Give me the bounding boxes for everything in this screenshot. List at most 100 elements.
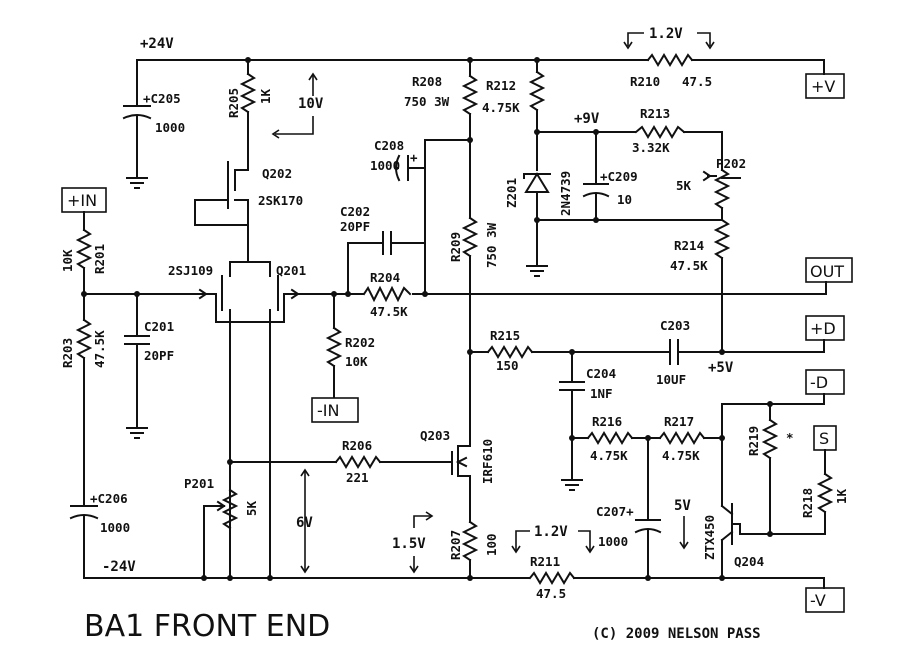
svg-text:R212: R212 xyxy=(486,78,516,93)
svg-text:750 3W: 750 3W xyxy=(404,94,450,109)
svg-text:1NF: 1NF xyxy=(590,386,613,401)
svg-text:R216: R216 xyxy=(592,414,622,429)
potentiometer-p202 xyxy=(702,168,731,221)
svg-text:R208: R208 xyxy=(412,74,442,89)
svg-text:R202: R202 xyxy=(345,335,375,350)
svg-text:R218: R218 xyxy=(800,488,815,518)
resistor-r217 xyxy=(658,431,723,445)
svg-text:*: * xyxy=(786,430,794,445)
jfet-q201-pair xyxy=(215,261,285,579)
svg-text:C208: C208 xyxy=(374,138,404,153)
svg-text:OUT: OUT xyxy=(810,262,844,281)
svg-text:+9V: +9V xyxy=(574,111,600,127)
svg-text:-IN: -IN xyxy=(317,401,339,420)
svg-text:Q202: Q202 xyxy=(262,166,292,181)
svg-text:+: + xyxy=(410,150,418,165)
svg-text:R209: R209 xyxy=(448,232,463,262)
svg-text:10UF: 10UF xyxy=(656,372,686,387)
resistor-r211 xyxy=(528,569,591,587)
svg-text:20PF: 20PF xyxy=(144,348,174,363)
svg-text:100: 100 xyxy=(484,533,499,556)
junction-dots xyxy=(81,57,773,581)
svg-text:4.75K: 4.75K xyxy=(662,448,700,463)
svg-text:R214: R214 xyxy=(674,238,704,253)
jfet-q202 xyxy=(194,161,249,263)
svg-text:C204: C204 xyxy=(586,366,616,381)
svg-text:R207: R207 xyxy=(448,530,463,560)
svg-text:47.5K: 47.5K xyxy=(370,304,408,319)
terminal-minus-in[interactable] xyxy=(311,397,359,423)
resistor-r202 xyxy=(325,293,343,399)
copyright: (C) 2009 NELSON PASS xyxy=(592,626,761,642)
svg-text:Q201: Q201 xyxy=(276,263,306,278)
svg-text:+D: +D xyxy=(810,319,836,338)
svg-text:1.5V: 1.5V xyxy=(392,536,426,552)
resistor-r209 xyxy=(461,216,479,447)
svg-text:1K: 1K xyxy=(834,488,849,504)
svg-text:R215: R215 xyxy=(490,328,520,343)
svg-text:R204: R204 xyxy=(370,270,400,285)
svg-text:5K: 5K xyxy=(676,178,692,193)
capacitor-c209 xyxy=(536,131,723,221)
svg-text:47.5: 47.5 xyxy=(536,586,566,601)
terminal-minus-d[interactable] xyxy=(805,369,845,395)
svg-text:C207+: C207+ xyxy=(596,504,634,519)
svg-text:C202: C202 xyxy=(340,204,370,219)
svg-text:+IN: +IN xyxy=(67,191,97,210)
svg-text:1000: 1000 xyxy=(370,158,400,173)
svg-text:47.5K: 47.5K xyxy=(92,330,107,368)
svg-text:R219: R219 xyxy=(746,426,761,456)
svg-text:2SK170: 2SK170 xyxy=(258,193,303,208)
svg-text:-D: -D xyxy=(810,373,828,392)
svg-text:+C205: +C205 xyxy=(143,91,181,106)
capacitor-c206 xyxy=(69,505,99,579)
terminal-minus-v[interactable] xyxy=(805,587,845,613)
svg-text:10K: 10K xyxy=(60,249,75,272)
capacitor-c204 xyxy=(559,351,585,491)
capacitor-c203 xyxy=(669,339,807,365)
resistor-r206 xyxy=(334,455,453,469)
svg-text:1.2V: 1.2V xyxy=(534,524,568,540)
resistor-r212 xyxy=(528,59,546,171)
resistor-r210 xyxy=(631,51,711,69)
svg-text:+5V: +5V xyxy=(708,360,734,376)
resistor-r203 xyxy=(75,293,93,507)
capacitor-c207 xyxy=(634,437,662,579)
svg-text:P201: P201 xyxy=(184,476,214,491)
svg-text:47.5K: 47.5K xyxy=(670,258,708,273)
svg-text:1K: 1K xyxy=(258,88,273,104)
svg-text:5V: 5V xyxy=(674,498,691,514)
mosfet-q203 xyxy=(451,445,471,523)
resistor-r207 xyxy=(461,520,479,579)
svg-text:2SJ109: 2SJ109 xyxy=(168,263,213,278)
svg-text:R201: R201 xyxy=(92,244,107,274)
svg-text:Z201: Z201 xyxy=(504,178,519,208)
svg-text:S: S xyxy=(819,429,829,448)
svg-text:150: 150 xyxy=(496,358,519,373)
svg-text:4.75K: 4.75K xyxy=(590,448,628,463)
svg-text:2N4739: 2N4739 xyxy=(558,171,573,216)
svg-text:R213: R213 xyxy=(640,106,670,121)
svg-text:Q203: Q203 xyxy=(420,428,450,443)
svg-text:Q204: Q204 xyxy=(734,554,764,569)
svg-text:+V: +V xyxy=(811,77,835,96)
svg-text:-24V: -24V xyxy=(102,559,136,575)
resistor-r204 xyxy=(362,285,412,303)
svg-text:R205: R205 xyxy=(226,88,241,118)
rail-plus24-label: +24V xyxy=(140,36,174,52)
terminal-out[interactable] xyxy=(805,257,853,283)
capacitor-c208 xyxy=(395,139,471,295)
svg-text:C201: C201 xyxy=(144,319,174,334)
svg-text:10V: 10V xyxy=(298,96,324,112)
svg-text:+C209: +C209 xyxy=(600,169,638,184)
terminal-plus-in[interactable] xyxy=(61,187,107,213)
resistor-r205 xyxy=(239,59,257,171)
svg-text:10: 10 xyxy=(617,192,632,207)
svg-text:R217: R217 xyxy=(664,414,694,429)
svg-text:5K: 5K xyxy=(244,500,259,516)
svg-text:1.2V: 1.2V xyxy=(649,26,683,42)
svg-text:1000: 1000 xyxy=(155,120,185,135)
svg-text:-V: -V xyxy=(810,591,826,610)
capacitor-c205 xyxy=(122,59,152,189)
